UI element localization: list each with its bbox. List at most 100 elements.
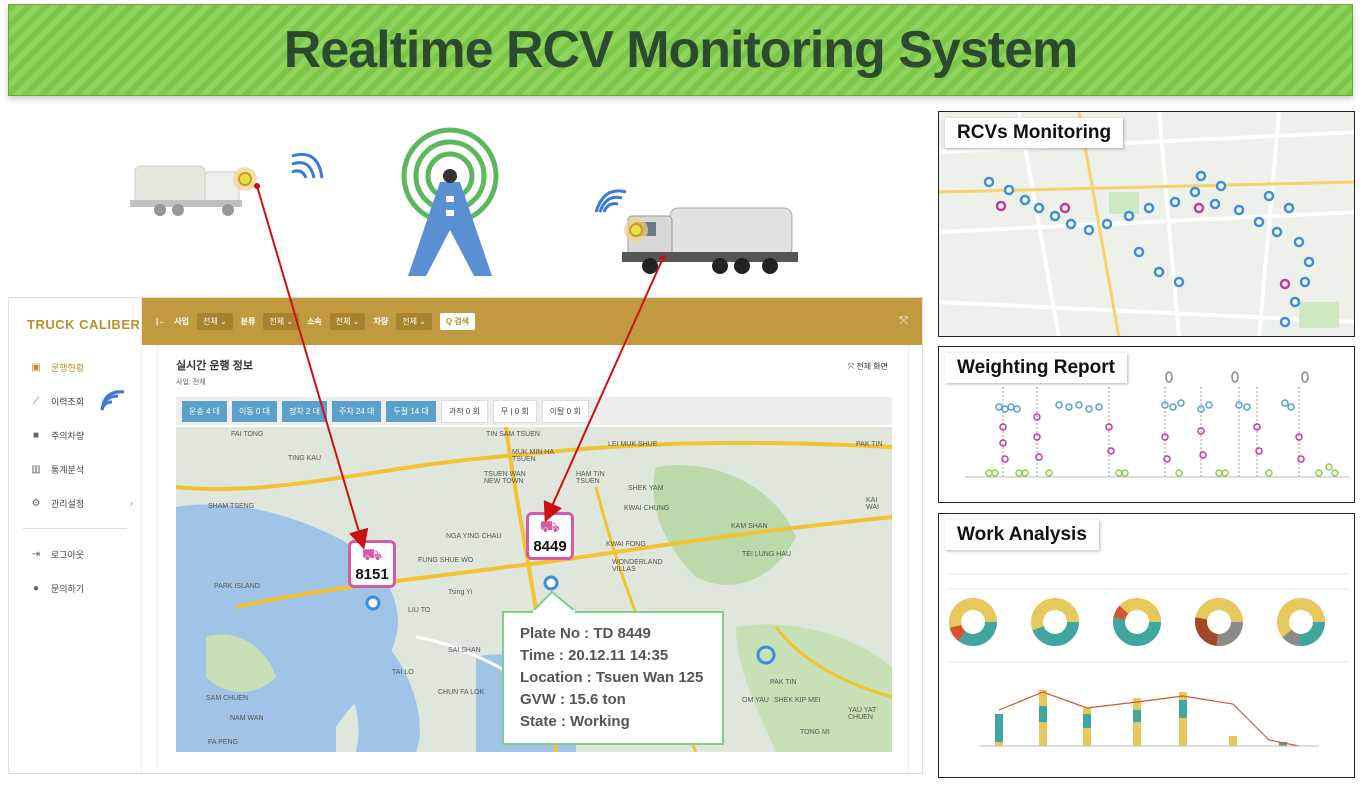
- status-chip-moving[interactable]: 이동 0 대: [231, 400, 277, 422]
- sidebar-item-caution-vehicles[interactable]: ■ 주의차량: [9, 418, 141, 452]
- map-label: SHAM TSENG: [208, 503, 255, 510]
- app-logo: TRUCK CALIBER: [27, 316, 141, 332]
- logout-icon: ⇥: [31, 548, 41, 560]
- filter-label-affiliation: 소속: [307, 317, 322, 326]
- gps-sensor-icon: [233, 167, 257, 191]
- map-label: OM YAU: [742, 697, 769, 704]
- chart-line-icon: ⟋: [32, 395, 40, 407]
- bar-chart-icon: ▥: [31, 463, 41, 475]
- connection-arrows: [254, 183, 666, 550]
- map-label: YAU YAT CHUEN: [848, 707, 877, 721]
- search-button[interactable]: Q 검색: [439, 313, 476, 330]
- map-label: KWAI CHUNG: [624, 505, 670, 512]
- business-select[interactable]: 전체 ⌄: [196, 313, 233, 330]
- marker-number: 8449: [533, 538, 567, 555]
- map-label: TEI LUNG HAU: [742, 551, 792, 558]
- map-label: TSUEN WAN NEW TOWN: [484, 471, 526, 485]
- gross-vehicle-weight: GVW : 15.6 ton: [520, 691, 626, 708]
- sidebar-item-label: 로그아웃: [51, 549, 85, 560]
- map-label: FAI TONG: [231, 431, 264, 438]
- sidebar-item-inquiry[interactable]: ● 문의하기: [9, 571, 141, 605]
- map-label: HAM TIN TSUEN: [576, 471, 605, 485]
- location: Location : Tsuen Wan 125: [520, 669, 704, 686]
- filter-toolbar: |← 사업 전체 ⌄ 분류 전체 ⌄ 소속 전체 ⌄ 차량 전체 ⌄ Q 검색 …: [142, 298, 922, 345]
- status-chip-disconnected[interactable]: 두절 14 대: [386, 400, 436, 422]
- map-label: KWAI FONG: [606, 541, 646, 548]
- map-label: TIN SAM TSUEN: [486, 431, 540, 438]
- status-chip-none[interactable]: 무 | 0 회: [492, 399, 537, 423]
- truck-icon: ■: [32, 429, 40, 441]
- sidebar-item-label: 통계분석: [51, 464, 85, 475]
- wifi-icon: [291, 152, 324, 179]
- map-label: Tsing Yi: [448, 589, 473, 596]
- map-label: LEI MUK SHUE: [608, 441, 658, 448]
- map-label: SAI SHAN: [448, 647, 481, 654]
- collapse-sidebar-icon[interactable]: |←: [156, 317, 167, 326]
- sidebar-item-label: 관리설정: [51, 498, 85, 509]
- category-select[interactable]: 전체 ⌄: [263, 313, 300, 330]
- sidebar-item-label: 이력조회: [51, 396, 85, 407]
- sidebar-item-statistics[interactable]: ▥ 통계분석: [9, 452, 141, 486]
- truck-icon: ⛟: [361, 547, 383, 564]
- banner-title: Realtime RCV Monitoring System: [283, 21, 1078, 79]
- timestamp: Time : 20.12.11 14:35: [520, 647, 669, 664]
- gps-sensor-icon: [624, 218, 648, 242]
- map-label: NGA YING CHAU: [446, 533, 502, 540]
- rcv-monitoring-panel: RCVs Monitoring: [938, 111, 1355, 337]
- work-analysis-charts: [949, 573, 1349, 747]
- nav-divider: [23, 528, 127, 529]
- status-chip-deviation[interactable]: 이탈 0 회: [541, 399, 589, 423]
- panel-title: RCVs Monitoring: [945, 118, 1124, 148]
- sidebar-item-label: 문의하기: [51, 583, 85, 594]
- affiliation-select[interactable]: 전체 ⌄: [329, 313, 366, 330]
- map-label: FUNG SHUE WO: [418, 557, 474, 564]
- map-label: KAI WAI: [866, 497, 879, 511]
- sidebar-item-history[interactable]: ⟋ 이력조회: [9, 384, 141, 418]
- chevron-right-icon: ›: [130, 498, 133, 508]
- map-label: TONG MI: [800, 729, 830, 736]
- gear-icon: ⚙: [31, 497, 41, 509]
- filter-label-category: 분류: [240, 317, 256, 326]
- map-label: SHEK YAM: [628, 485, 664, 492]
- map-label: SHEK KIP MEI: [774, 697, 821, 704]
- sidebar-item-label: 주의차량: [51, 430, 85, 441]
- status-chip-transport[interactable]: 운송 4 대: [182, 400, 227, 422]
- vehicle-info-card: Plate No : TD 8449 Time : 20.12.11 14:35…: [502, 611, 724, 745]
- monitoring-map: [939, 112, 1354, 336]
- map-label: PARK ISLAND: [214, 583, 260, 590]
- status-chip-parked[interactable]: 주차 24 대: [331, 400, 382, 422]
- bus-icon: ▣: [31, 361, 41, 373]
- sidebar-item-settings[interactable]: ⚙ 관리설정 ›: [9, 486, 141, 520]
- panel-title: Weighting Report: [945, 353, 1127, 383]
- title-banner: Realtime RCV Monitoring System: [8, 4, 1353, 96]
- map-label: PAK TIN: [856, 441, 883, 448]
- map-label: NAM WAN: [230, 715, 264, 722]
- wifi-icon: [100, 390, 125, 411]
- signal-tower-icon: [401, 127, 499, 276]
- marker-location-ring: [365, 595, 381, 611]
- vehicle-state: State : Working: [520, 713, 630, 730]
- map-label: WONDERLAND VILLAS: [612, 559, 663, 573]
- expand-icon[interactable]: ⤧: [899, 315, 908, 327]
- status-chip-row: 운송 4 대 이동 0 대 정차 2 대 주차 24 대 두절 14 대 과적 …: [176, 397, 892, 425]
- page-title: 실시간 운행 정보: [176, 360, 253, 372]
- fullscreen-button[interactable]: ⤧ 전체 화면: [847, 362, 888, 371]
- vehicle-select[interactable]: 전체 ⌄: [396, 313, 432, 330]
- map-label: KAM SHAN: [731, 523, 768, 530]
- sidebar-item-operation-status[interactable]: ▣ 운행현황: [9, 350, 141, 384]
- panel-title: Work Analysis: [945, 520, 1099, 550]
- map-graphics: [176, 427, 892, 752]
- weighting-report-panel: Weighting Report: [938, 346, 1355, 503]
- info-icon: ●: [32, 582, 40, 594]
- filter-label-vehicle: 차량: [373, 317, 389, 326]
- info-card-pointer: [530, 590, 579, 614]
- weighting-scatter-chart: [965, 371, 1349, 478]
- work-analysis-panel: Work Analysis: [938, 513, 1355, 778]
- status-chip-overload[interactable]: 과적 0 회: [440, 399, 488, 423]
- truck-icon: ⛟: [539, 519, 561, 536]
- wifi-icon: [594, 189, 627, 213]
- status-chip-stopped[interactable]: 정차 2 대: [281, 400, 327, 422]
- marker-location-ring: [543, 575, 559, 591]
- sidebar-item-label: 운행현황: [51, 362, 85, 373]
- sidebar-item-logout[interactable]: ⇥ 로그아웃: [9, 537, 141, 571]
